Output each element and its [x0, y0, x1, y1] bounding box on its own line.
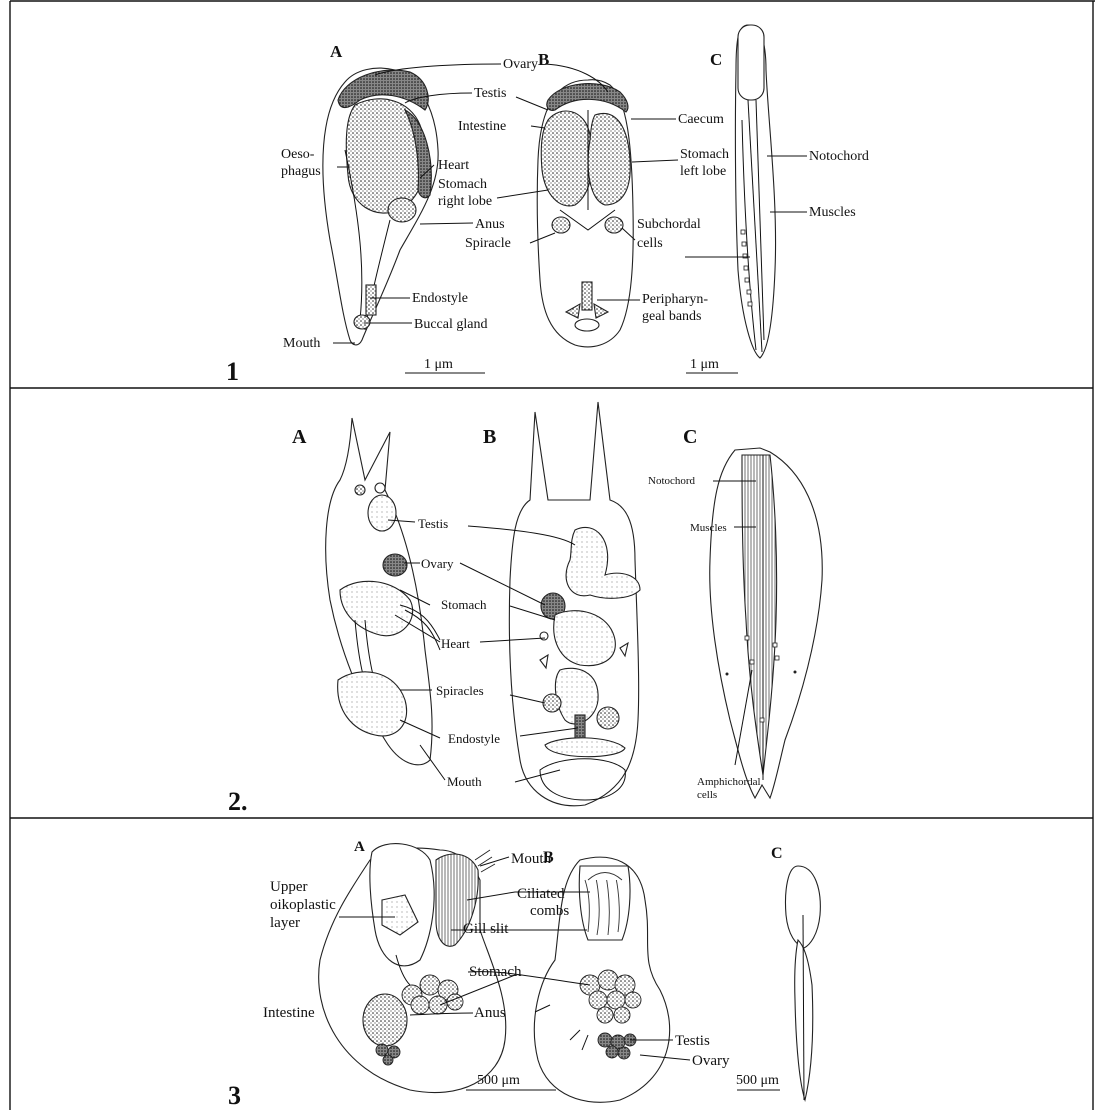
fig3-number: 3	[228, 1081, 241, 1110]
fig3-label-intestine: Intestine	[263, 1005, 315, 1021]
fig2-panel-c-letter: C	[683, 426, 697, 448]
fig1-specimen-b	[537, 80, 633, 347]
fig2-label-endostyle: Endostyle	[448, 731, 500, 746]
fig1-number: 1	[226, 357, 239, 386]
fig2-panel-a-letter: A	[292, 426, 307, 448]
figure-3: A B C 3	[228, 839, 820, 1110]
fig3-scale-bar-a: 500 μm	[466, 1073, 556, 1090]
fig1-label-stomach-right-1: Stomach	[438, 177, 487, 192]
fig3-label-upper-2: oikoplastic	[270, 897, 336, 913]
fig3-panel-a-letter: A	[354, 839, 365, 855]
fig3-label-ovary: Ovary	[692, 1053, 730, 1069]
fig1-label-stomach-right-2: right lobe	[438, 194, 492, 209]
fig3-specimen-c	[786, 866, 821, 1100]
fig2-panel-b-letter: B	[483, 426, 496, 448]
fig1-label-testis: Testis	[474, 86, 506, 101]
fig1-specimen-c	[735, 25, 775, 358]
fig1-panel-a-letter: A	[330, 42, 343, 61]
figure-2: A B C 2.	[228, 402, 822, 816]
fig1-label-anus: Anus	[475, 217, 505, 232]
fig1-label-notochord: Notochord	[809, 149, 869, 164]
fig1-label-buccal-gland: Buccal gland	[414, 317, 487, 332]
fig2-label-stomach: Stomach	[441, 597, 487, 612]
fig1-label-muscles: Muscles	[809, 205, 856, 220]
fig3-label-gill-slit: Gill slit	[463, 921, 509, 937]
fig2-specimen-b	[509, 402, 640, 806]
fig3-scale-bar-c-label: 500 μm	[736, 1073, 779, 1088]
fig2-specimen-a	[326, 418, 440, 765]
fig1-label-endostyle: Endostyle	[412, 291, 468, 306]
fig1-label-oesophagus-2: phagus	[281, 164, 321, 179]
fig1-label-spiracle: Spiracle	[465, 236, 511, 251]
fig1-label-stomach-left-2: left lobe	[680, 164, 726, 179]
fig2-label-spiracles: Spiracles	[436, 683, 484, 698]
fig3-scale-bar-c: 500 μm	[736, 1073, 780, 1090]
fig1-label-peripharyngeal-2: geal bands	[642, 309, 701, 324]
fig1-panel-b-letter: B	[538, 50, 549, 69]
figure-1: A B C 1	[226, 25, 869, 386]
fig3-label-mouth: Mouth	[511, 851, 552, 867]
fig3-label-ciliated-2: combs	[530, 903, 569, 919]
fig1-scale-bar-c: 1 μm	[686, 357, 738, 373]
fig2-label-heart: Heart	[441, 636, 470, 651]
fig2-specimen-c	[710, 448, 823, 798]
fig2-label-amphichordal-2: cells	[697, 789, 717, 801]
fig3-panel-c-letter: C	[771, 845, 783, 862]
fig2-label-notochord: Notochord	[648, 475, 696, 487]
fig2-number: 2.	[228, 787, 248, 816]
fig2-label-amphichordal-1: Amphichordal	[697, 776, 761, 788]
fig1-scale-bar-c-label: 1 μm	[690, 357, 719, 372]
fig3-label-testis: Testis	[675, 1033, 710, 1049]
fig1-label-peripharyngeal-1: Peripharyn-	[642, 292, 708, 307]
fig3-label-stomach: Stomach	[469, 964, 522, 980]
fig1-scale-bar-a-label: 1 μm	[424, 357, 453, 372]
fig1-panel-c-letter: C	[710, 50, 722, 69]
fig1-label-subchordal-2: cells	[637, 236, 663, 251]
fig1-label-mouth: Mouth	[283, 336, 320, 351]
fig3-label-upper-3: layer	[270, 915, 300, 931]
fig2-label-testis: Testis	[418, 516, 448, 531]
fig1-label-oesophagus-1: Oeso-	[281, 147, 315, 162]
fig1-label-stomach-left-1: Stomach	[680, 147, 729, 162]
fig2-label-ovary: Ovary	[421, 556, 454, 571]
fig1-label-heart: Heart	[438, 158, 469, 173]
fig1-label-caecum: Caecum	[678, 112, 724, 127]
fig1-label-subchordal-1: Subchordal	[637, 217, 701, 232]
fig1-label-ovary: Ovary	[503, 57, 538, 72]
fig1-scale-bar-a: 1 μm	[405, 357, 485, 373]
fig2-label-mouth: Mouth	[447, 774, 482, 789]
fig3-label-anus: Anus	[474, 1005, 506, 1021]
fig3-label-upper-1: Upper	[270, 879, 308, 895]
fig1-label-intestine: Intestine	[458, 119, 506, 134]
fig3-scale-bar-a-label: 500 μm	[477, 1073, 520, 1088]
fig2-label-muscles: Muscles	[690, 522, 727, 534]
fig3-label-ciliated-1: Ciliated	[517, 886, 565, 902]
